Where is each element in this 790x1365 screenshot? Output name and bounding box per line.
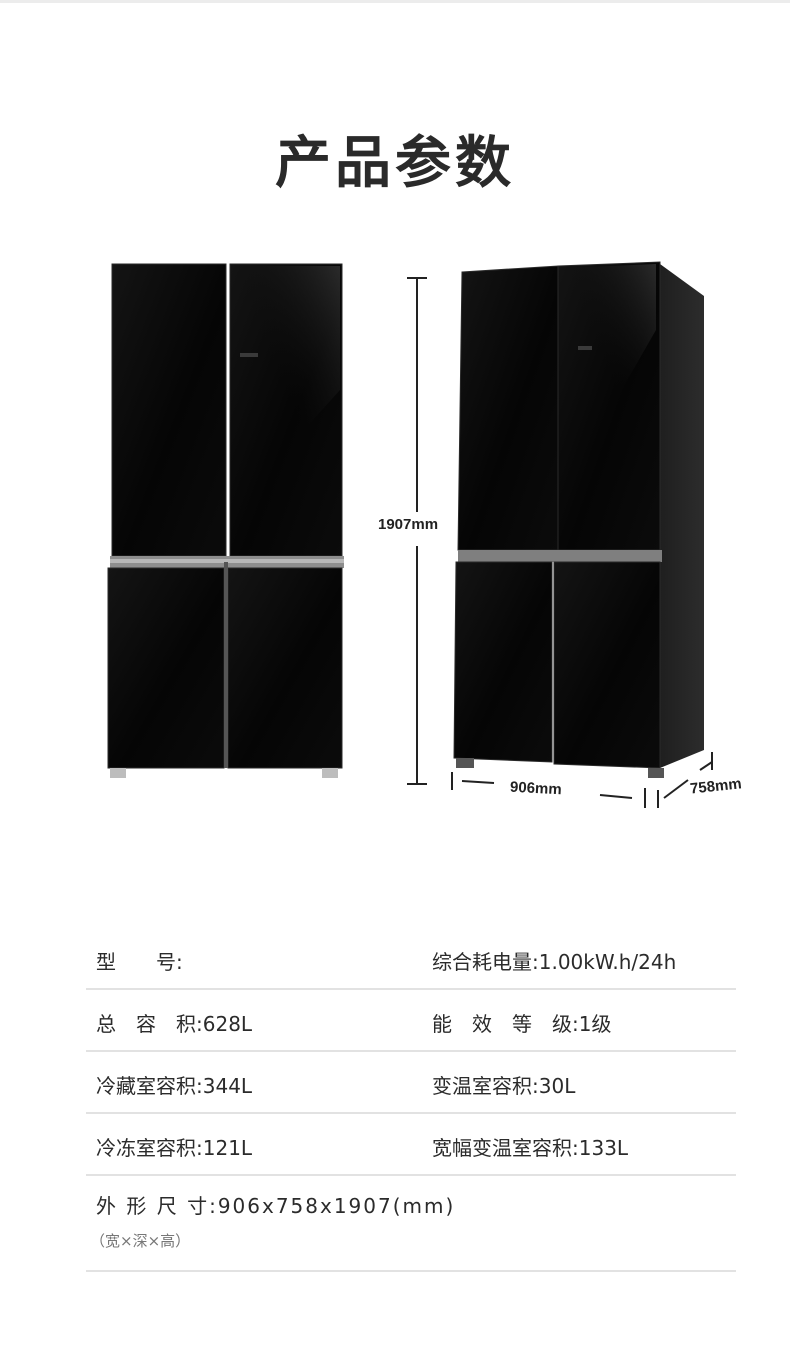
fridge-volume-value: 344L [202, 1074, 253, 1098]
side-view-fridge [453, 261, 704, 778]
freezer-volume-label: 冷冻室容积: [96, 1136, 203, 1160]
dimensions-spec: 外 形 尺 寸:906x758x1907(mm) [96, 1190, 455, 1219]
efficiency-label: 能 效 等 级: [432, 1012, 579, 1036]
variable-volume-spec: 变温室容积:30L [432, 1070, 575, 1099]
wide-variable-volume-label: 宽幅变温室容积: [432, 1136, 579, 1160]
front-view-fridge [107, 263, 344, 778]
spec-row-dimensions: 外 形 尺 寸:906x758x1907(mm) （宽×深×高） [86, 1176, 736, 1272]
refrigerator-illustration [107, 261, 713, 808]
height-dimension-line [407, 277, 427, 785]
total-volume-spec: 总 容 积:628L [96, 1008, 252, 1037]
dimensions-label: 外 形 尺 寸: [96, 1194, 218, 1218]
efficiency-value: 1级 [578, 1012, 612, 1036]
dimensions-note: （宽×深×高） [90, 1232, 191, 1250]
variable-volume-value: 30L [538, 1074, 576, 1098]
spec-row: 冷藏室容积:344L 变温室容积:30L [86, 1052, 736, 1114]
wide-variable-volume-spec: 宽幅变温室容积:133L [432, 1132, 628, 1161]
width-label: 906mm [509, 778, 563, 799]
height-label: 1907mm [378, 516, 439, 533]
freezer-volume-spec: 冷冻室容积:121L [96, 1132, 252, 1161]
depth-dimension-line [657, 752, 713, 808]
page-title: 产品参数 [275, 131, 515, 196]
spec-row: 型 号: 综合耗电量:1.00kW.h/24h [86, 928, 736, 990]
consumption-spec: 综合耗电量:1.00kW.h/24h [432, 946, 676, 975]
width-dimension-line [451, 772, 646, 808]
product-figure: 1907mm 906mm 758mm [0, 250, 790, 820]
fridge-volume-label: 冷藏室容积: [96, 1074, 203, 1098]
total-volume-value: 628L [202, 1012, 253, 1036]
model-spec: 型 号: [96, 946, 183, 975]
consumption-label: 综合耗电量: [432, 950, 539, 974]
wide-variable-volume-value: 133L [578, 1136, 629, 1160]
spec-table: 型 号: 综合耗电量:1.00kW.h/24h 总 容 积:628L 能 效 等… [86, 928, 736, 1272]
top-divider [0, 0, 790, 3]
dimensions-value: 906x758x1907(mm) [217, 1194, 456, 1218]
spec-row: 总 容 积:628L 能 效 等 级:1级 [86, 990, 736, 1052]
total-volume-label: 总 容 积: [96, 1012, 203, 1036]
fridge-volume-spec: 冷藏室容积:344L [96, 1070, 252, 1099]
model-label: 型 号: [96, 950, 183, 974]
freezer-volume-value: 121L [202, 1136, 253, 1160]
spec-row: 冷冻室容积:121L 宽幅变温室容积:133L [86, 1114, 736, 1176]
consumption-value: 1.00kW.h/24h [538, 950, 677, 974]
variable-volume-label: 变温室容积: [432, 1074, 539, 1098]
efficiency-spec: 能 效 等 级:1级 [432, 1008, 611, 1037]
